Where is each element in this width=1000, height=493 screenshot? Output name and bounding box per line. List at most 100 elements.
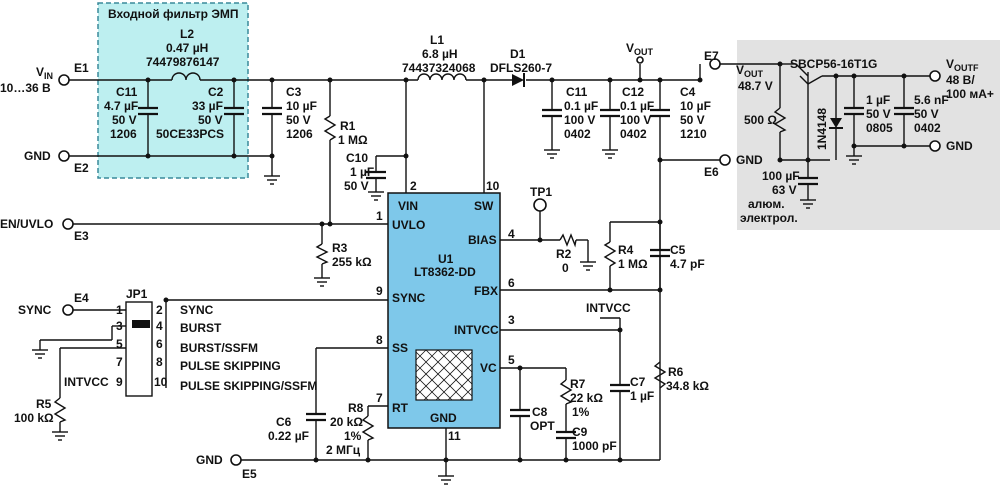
jp-pin-6: 6 <box>156 337 163 351</box>
emi-filter-box <box>97 2 249 179</box>
jumper-shunt[interactable] <box>132 320 150 328</box>
r8-tol: 1% <box>344 429 362 443</box>
r1-value: 1 MΩ <box>338 133 368 147</box>
pin-label-fbx: FBX <box>474 284 498 298</box>
en-uvlo-label: EN/UVLO <box>0 217 53 231</box>
vout-top-label: VOUT <box>626 41 654 57</box>
c6-name: C6 <box>276 415 292 429</box>
voutf-current: 100 мА+ <box>946 87 994 101</box>
jp-pin-9: 9 <box>116 375 123 389</box>
r2-name: R2 <box>556 247 572 261</box>
intvcc-net-label: INTVCC <box>586 301 631 315</box>
c10-voltage: 50 V <box>344 179 369 193</box>
e7-label: E7 <box>704 49 719 63</box>
pin-label-intvcc: INTVCC <box>454 323 499 337</box>
vout-e7-label: VOUT <box>736 63 764 79</box>
r1-name: R1 <box>340 119 356 133</box>
transistor-q <box>795 63 823 98</box>
pin-num-9: 9 <box>376 284 383 298</box>
voutf-label: VOUTF <box>946 57 979 73</box>
l2-name: L2 <box>180 27 194 41</box>
r5-value: 100 kΩ <box>14 411 54 425</box>
diodes <box>512 73 843 129</box>
gnd-e6-label: GND <box>736 153 763 167</box>
r500-value: 500 Ω <box>744 113 777 127</box>
c3-voltage: 50 V <box>286 113 311 127</box>
c11b-value: 0.1 µF <box>564 99 598 113</box>
pin-label-vin: VIN <box>398 199 418 213</box>
pin-num-8: 8 <box>376 333 383 347</box>
pin-num-6: 6 <box>508 276 515 290</box>
c4-name: C4 <box>680 85 696 99</box>
intvcc-jp-label: INTVCC <box>64 375 109 389</box>
ic-part: LT8362-DD <box>414 265 476 279</box>
jp-pin-7: 7 <box>116 355 123 369</box>
sync-term-label: SYNC <box>18 303 52 317</box>
c1u-voltage: 50 V <box>866 107 891 121</box>
pin-num-11: 11 <box>448 429 461 443</box>
c7-value: 1 µF <box>630 389 654 403</box>
c11b-name: C11 <box>566 85 588 99</box>
pin-num-5: 5 <box>508 353 515 367</box>
l1-part: 74437324068 <box>402 61 476 75</box>
c4-value: 10 µF <box>680 99 711 113</box>
c3-value: 10 µF <box>286 99 317 113</box>
jp-pin-4: 4 <box>156 319 163 333</box>
c5-value: 4.7 pF <box>670 257 705 271</box>
vin-range: 10…36 В <box>0 81 51 95</box>
e5-label: E5 <box>242 467 257 481</box>
r2-value: 0 <box>562 261 569 275</box>
r8-freq: 2 МГц <box>326 443 361 457</box>
jp-pin-8: 8 <box>156 355 163 369</box>
jumper-jp1[interactable] <box>125 301 153 397</box>
c9-value: 1000 pF <box>572 439 617 453</box>
c1u-size: 0805 <box>866 121 893 135</box>
e1-label: E1 <box>74 61 89 75</box>
pin-num-4: 4 <box>508 227 515 241</box>
jp-label-burst: BURST <box>180 321 222 335</box>
pin-label-rt: RT <box>392 401 409 415</box>
pin-num-2: 2 <box>410 179 417 193</box>
c56n-size: 0402 <box>914 121 941 135</box>
c7-name: C7 <box>630 375 646 389</box>
l2-part: 74479876147 <box>146 55 220 69</box>
e6-label: E6 <box>704 165 719 179</box>
r3-name: R3 <box>332 241 348 255</box>
r6-name: R6 <box>668 365 684 379</box>
jp-pin-1: 1 <box>116 303 123 317</box>
jp-pin-3: 3 <box>116 319 123 333</box>
pin-label-sync: SYNC <box>392 291 426 305</box>
jp-pin-5: 5 <box>116 337 123 351</box>
c2-value: 33 µF <box>192 99 223 113</box>
capacitor-plates <box>138 106 914 440</box>
voutf-value: 48 В/ <box>946 73 975 87</box>
pin-label-bias: BIAS <box>468 233 497 247</box>
pin-label-gnd: GND <box>430 411 457 425</box>
c10-value: 1 µF <box>350 165 374 179</box>
c4-size: 1210 <box>680 127 707 141</box>
r3-value: 255 kΩ <box>332 255 372 269</box>
jp-label-sync: SYNC <box>180 303 214 317</box>
c8-value: OPT <box>530 419 555 433</box>
c11a-value: 4.7 µF <box>104 99 138 113</box>
pin-label-uvlo: UVLO <box>392 218 425 232</box>
terminals <box>58 56 941 466</box>
c100u-voltage: 63 V <box>772 183 797 197</box>
ic-pad-hatch <box>415 349 473 401</box>
dz-part: 1N4148 <box>815 108 829 150</box>
pin-num-10: 10 <box>486 179 500 193</box>
wires <box>39 63 930 476</box>
ground-symbols <box>32 149 862 485</box>
r5-name: R5 <box>36 397 52 411</box>
jp1-name: JP1 <box>126 287 148 301</box>
r8-value: 20 kΩ <box>330 415 363 429</box>
e3-label: E3 <box>74 229 89 243</box>
junctions <box>145 61 907 463</box>
c5-name: C5 <box>670 243 686 257</box>
r8-name: R8 <box>348 401 364 415</box>
c6-value: 0.22 µF <box>268 429 309 443</box>
resistors <box>53 107 787 441</box>
jp-label-pulse: PULSE SKIPPING <box>180 359 281 373</box>
